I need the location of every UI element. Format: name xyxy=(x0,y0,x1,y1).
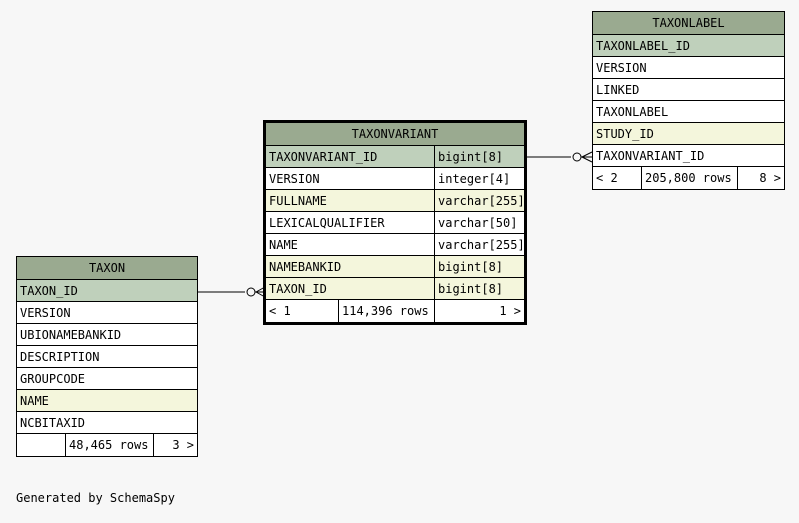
table-footer: < 1 114,396 rows 1 > xyxy=(266,300,524,322)
child-count[interactable]: 8 > xyxy=(737,167,784,189)
row-count: 48,465 rows xyxy=(65,434,153,456)
column-name: STUDY_ID xyxy=(596,127,654,141)
column-row[interactable]: NAME varchar[255] xyxy=(266,234,524,256)
column-row[interactable]: TAXONVARIANT_ID bigint[8] xyxy=(266,146,524,168)
column-name: NAME xyxy=(20,394,49,408)
column-row[interactable]: VERSION integer[4] xyxy=(266,168,524,190)
column-row[interactable]: NAME xyxy=(17,390,197,412)
column-row[interactable]: TAXON_ID bigint[8] xyxy=(266,278,524,300)
child-count[interactable]: 1 > xyxy=(434,300,524,322)
table-taxonvariant[interactable]: TAXONVARIANT TAXONVARIANT_ID bigint[8] V… xyxy=(263,120,527,325)
column-row[interactable]: TAXONVARIANT_ID xyxy=(593,145,784,167)
parent-count[interactable]: < 1 xyxy=(269,304,291,318)
generated-by-credit: Generated by SchemaSpy xyxy=(16,491,175,505)
column-row[interactable]: TAXONLABEL xyxy=(593,101,784,123)
child-count[interactable]: 3 > xyxy=(153,434,197,456)
column-row[interactable]: VERSION xyxy=(593,57,784,79)
column-row[interactable]: STUDY_ID xyxy=(593,123,784,145)
column-row[interactable]: TAXONLABEL_ID xyxy=(593,35,784,57)
column-type: bigint[8] xyxy=(434,256,524,277)
parent-count xyxy=(17,434,65,456)
column-name: NCBITAXID xyxy=(20,416,86,430)
column-name: NAMEBANKID xyxy=(269,260,342,274)
column-name: DESCRIPTION xyxy=(20,350,100,364)
row-count: 205,800 rows xyxy=(641,167,737,189)
column-type: varchar[50] xyxy=(434,212,524,233)
table-footer: < 2 205,800 rows 8 > xyxy=(593,167,784,189)
column-name: TAXONVARIANT_ID xyxy=(596,149,705,163)
column-type: integer[4] xyxy=(434,168,524,189)
row-count: 114,396 rows xyxy=(338,300,434,322)
column-row[interactable]: NAMEBANKID bigint[8] xyxy=(266,256,524,278)
column-name: TAXONLABEL_ID xyxy=(596,39,690,53)
table-title[interactable]: TAXONLABEL xyxy=(593,12,784,35)
column-name: TAXONLABEL xyxy=(596,105,669,119)
parent-count[interactable]: < 2 xyxy=(596,171,618,185)
table-taxon[interactable]: TAXON TAXON_ID VERSION UBIONAMEBANKID DE… xyxy=(16,256,198,457)
table-footer: 48,465 rows 3 > xyxy=(17,434,197,456)
table-taxonlabel[interactable]: TAXONLABEL TAXONLABEL_ID VERSION LINKED … xyxy=(592,11,785,190)
column-row[interactable]: NCBITAXID xyxy=(17,412,197,434)
column-name: TAXON_ID xyxy=(269,282,327,296)
column-row[interactable]: LEXICALQUALIFIER varchar[50] xyxy=(266,212,524,234)
column-type: varchar[255] xyxy=(434,234,524,255)
column-name: NAME xyxy=(269,238,298,252)
column-row[interactable]: FULLNAME varchar[255] xyxy=(266,190,524,212)
column-row[interactable]: TAXON_ID xyxy=(17,280,197,302)
column-name: GROUPCODE xyxy=(20,372,86,386)
column-name: VERSION xyxy=(20,306,71,320)
column-name: VERSION xyxy=(596,61,647,75)
column-name: LEXICALQUALIFIER xyxy=(269,216,385,230)
column-type: bigint[8] xyxy=(434,146,524,167)
table-title[interactable]: TAXONVARIANT xyxy=(266,123,524,146)
column-name: UBIONAMEBANKID xyxy=(20,328,122,342)
column-row[interactable]: GROUPCODE xyxy=(17,368,197,390)
column-name: TAXONVARIANT_ID xyxy=(269,150,378,164)
column-name: FULLNAME xyxy=(269,194,327,208)
link-taxonvariant-taxonlabel xyxy=(527,151,593,163)
column-type: varchar[255] xyxy=(434,190,524,211)
column-type: bigint[8] xyxy=(434,278,524,299)
column-name: LINKED xyxy=(596,83,640,97)
column-row[interactable]: LINKED xyxy=(593,79,784,101)
column-row[interactable]: DESCRIPTION xyxy=(17,346,197,368)
column-row[interactable]: UBIONAMEBANKID xyxy=(17,324,197,346)
column-name: VERSION xyxy=(269,172,320,186)
column-row[interactable]: VERSION xyxy=(17,302,197,324)
table-title[interactable]: TAXON xyxy=(17,257,197,280)
link-taxon-taxonvariant xyxy=(198,286,266,298)
column-name: TAXON_ID xyxy=(20,284,78,298)
